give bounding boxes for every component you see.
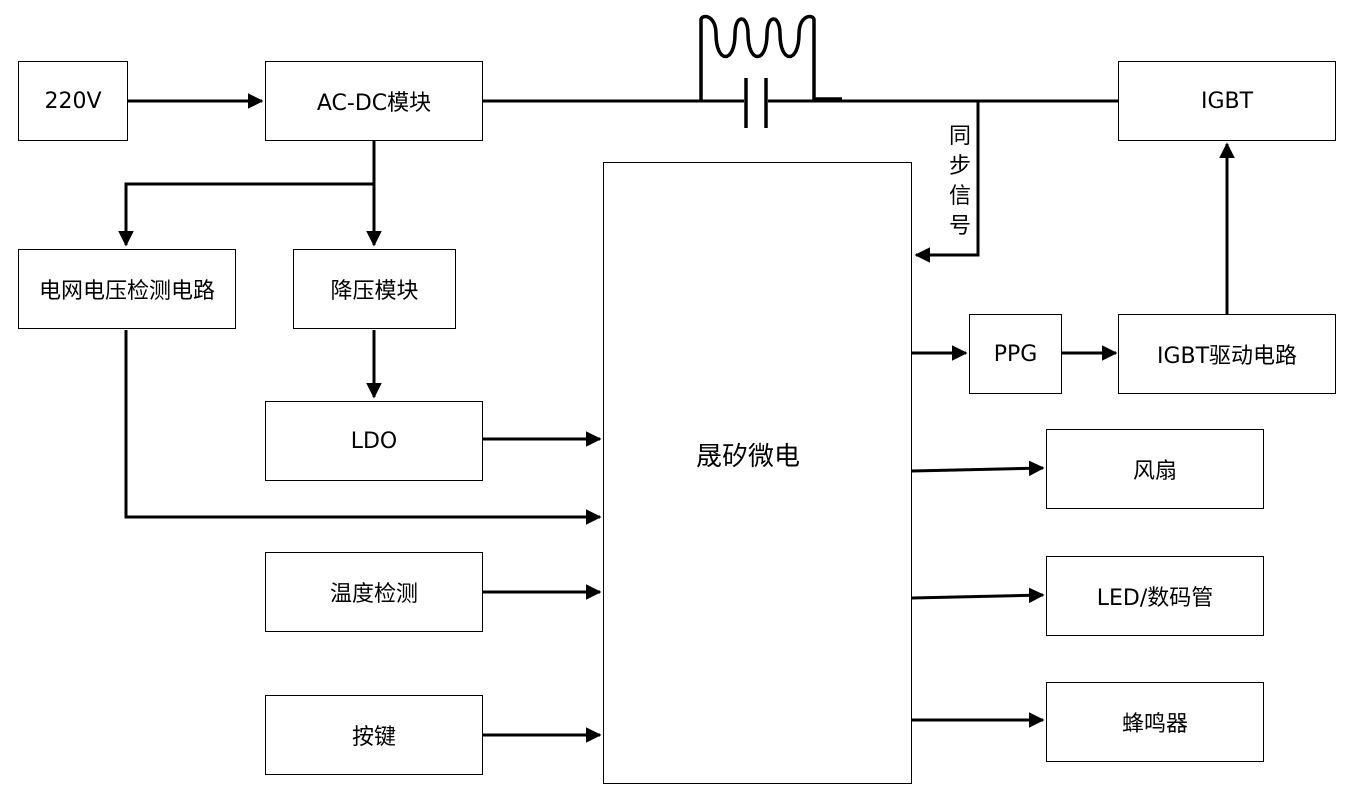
block-grid-detect: 电网电压检测电路: [18, 249, 236, 329]
block-led: LED/数码管: [1046, 556, 1264, 636]
sync-signal-char: 同: [948, 124, 971, 149]
block-temp: 温度检测: [265, 552, 483, 632]
block-mcu: [603, 162, 912, 784]
mcu-label: 晟矽微电: [696, 442, 801, 472]
arrow-acdc-grid-detect: [118, 141, 376, 247]
block-igbt: IGBT: [1118, 61, 1336, 141]
arrow-grid-detect-mcu: [124, 330, 602, 525]
block-buck: 降压模块: [293, 249, 456, 329]
sync-signal-label: 同 步 信 号: [945, 122, 975, 242]
arrow-mcu-fan: [911, 460, 1045, 477]
sync-signal-char: 号: [948, 214, 971, 239]
sync-signal-char: 信: [948, 184, 971, 209]
block-acdc: AC-DC模块: [265, 61, 483, 141]
block-fan: 风扇: [1046, 429, 1264, 509]
block-igbt-driver: IGBT驱动电路: [1118, 314, 1336, 394]
capacitor-icon: [744, 78, 768, 128]
block-ldo: LDO: [265, 401, 483, 481]
arrow-mcu-led: [911, 587, 1045, 604]
block-ppg: PPG: [969, 314, 1062, 394]
block-buzzer: 蜂鸣器: [1046, 682, 1264, 762]
block-keys: 按键: [265, 695, 483, 775]
block-220v: 220V: [18, 61, 128, 141]
sync-signal-char: 步: [948, 154, 971, 179]
coil-icon: [699, 14, 842, 101]
arrow-sync-mcu: [914, 101, 980, 263]
